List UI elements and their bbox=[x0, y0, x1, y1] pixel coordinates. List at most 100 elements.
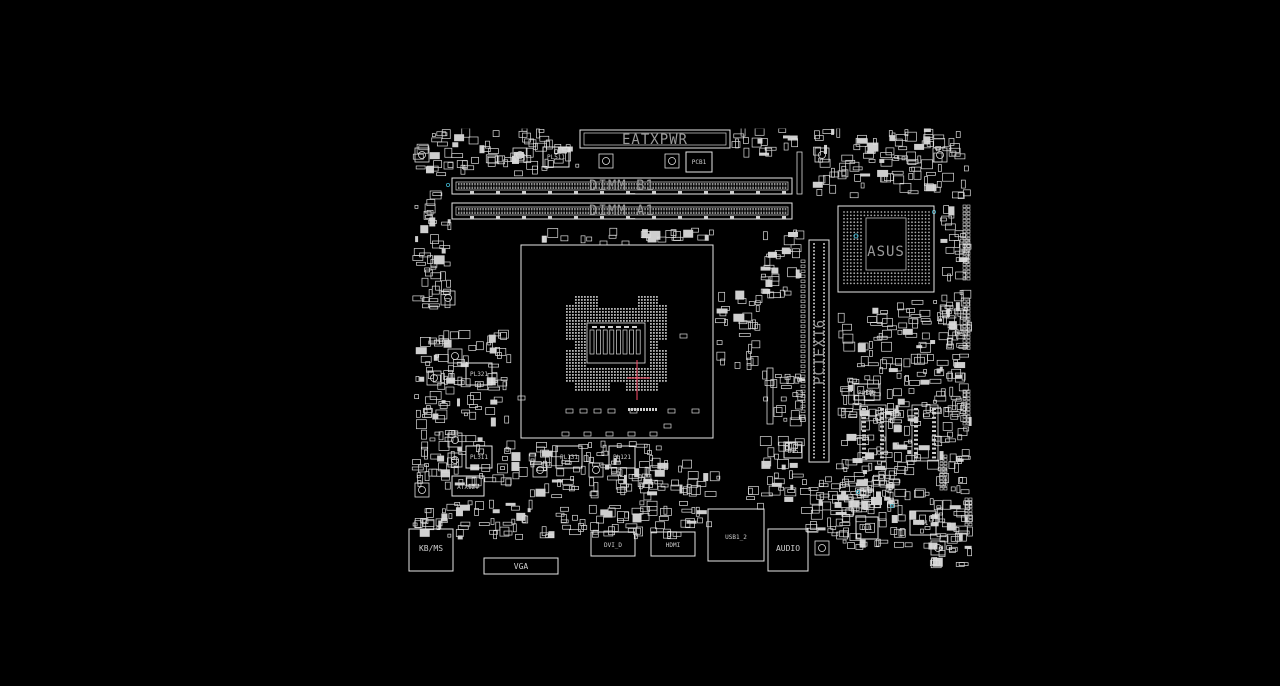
smd-component bbox=[631, 474, 642, 482]
smd-component bbox=[904, 129, 909, 137]
smd-component bbox=[500, 466, 505, 470]
dimm-pin bbox=[719, 208, 722, 211]
atx-power-connector[interactable]: EATXPWR bbox=[579, 129, 731, 149]
lga-pin bbox=[638, 380, 640, 382]
dimm-pin bbox=[757, 211, 760, 214]
smd-component bbox=[503, 159, 509, 168]
kbms-port[interactable]: KB/MS bbox=[408, 528, 454, 572]
mounting-pad bbox=[814, 540, 830, 556]
lga-pin bbox=[602, 320, 604, 322]
pcie-pin bbox=[823, 316, 825, 319]
usb-label: USB1_2 bbox=[725, 534, 747, 541]
pcie-x16-slot[interactable]: PCIEX16 bbox=[800, 239, 830, 463]
hdmi-port[interactable]: HDMI bbox=[650, 531, 696, 557]
dimm-pin bbox=[649, 183, 652, 186]
smd-component bbox=[436, 141, 448, 147]
header-pin bbox=[962, 314, 967, 318]
dimm-slot-b1[interactable]: DIMM_B1 bbox=[451, 177, 793, 195]
audio-port[interactable]: AUDIO bbox=[767, 528, 809, 572]
header-pin bbox=[962, 229, 967, 234]
chipset-bga[interactable]: ASUS bbox=[837, 205, 935, 293]
lga-pin bbox=[650, 332, 652, 334]
smd-component bbox=[651, 457, 661, 468]
smd-component bbox=[810, 521, 817, 530]
usb-lan-port[interactable]: USB1_2 bbox=[707, 508, 765, 562]
pcie-pin bbox=[813, 271, 815, 273]
dimm-slot-a1[interactable]: DIMM_A1 bbox=[451, 202, 793, 220]
vga-port[interactable]: VGA bbox=[483, 557, 559, 575]
lga-pin bbox=[653, 386, 655, 388]
smd-pad bbox=[488, 334, 496, 343]
smd-component bbox=[447, 365, 454, 373]
inductor-pl511[interactable]: PL511 bbox=[542, 146, 570, 168]
cpu-socket[interactable] bbox=[517, 240, 714, 439]
bga-ball bbox=[904, 279, 907, 281]
bga-ball bbox=[853, 217, 856, 220]
smd-pad bbox=[930, 522, 939, 527]
lga-pin bbox=[608, 389, 610, 391]
smd-component bbox=[500, 477, 512, 486]
lga-pin bbox=[662, 356, 664, 358]
lga-pin bbox=[584, 377, 586, 379]
pcie-pin bbox=[813, 250, 815, 252]
dimm-pin bbox=[728, 183, 730, 186]
bga-ball bbox=[907, 282, 910, 285]
smd-component bbox=[453, 380, 465, 385]
dvi-port[interactable]: DVI_D bbox=[590, 531, 636, 557]
inductor-pl131[interactable]: PL131 bbox=[555, 445, 583, 469]
dimm-pin bbox=[641, 211, 644, 214]
dimm-pin bbox=[579, 183, 582, 186]
ic-au1[interactable]: AU1 bbox=[909, 510, 937, 536]
dimm-pin bbox=[741, 211, 744, 214]
lga-pin bbox=[596, 374, 598, 376]
dimm-pin bbox=[512, 183, 514, 186]
bga-ball bbox=[873, 214, 876, 217]
smd-component bbox=[421, 429, 427, 440]
inductor-pl311[interactable]: PL311 bbox=[465, 445, 493, 469]
atx-power-label: EATXPWR bbox=[622, 132, 688, 148]
dimm-pin bbox=[757, 186, 760, 189]
connector-atx12v[interactable]: ATX12V bbox=[451, 475, 485, 497]
smd-pad bbox=[632, 513, 642, 523]
lga-pin bbox=[614, 368, 616, 370]
header-pin bbox=[962, 277, 967, 281]
mounting-hole bbox=[451, 352, 459, 360]
lga-pin bbox=[665, 368, 667, 370]
pcie-side-pad bbox=[800, 334, 806, 338]
lga-pin bbox=[566, 371, 568, 373]
dimm-pin bbox=[549, 186, 552, 189]
inductor-pl321[interactable]: PL321 bbox=[465, 362, 493, 386]
mounting-pad bbox=[664, 153, 680, 169]
lga-pin bbox=[644, 299, 646, 301]
component-pu502[interactable]: PU502 bbox=[853, 383, 881, 401]
dimm-pin bbox=[771, 208, 773, 211]
lga-pin bbox=[578, 374, 580, 376]
bga-ball bbox=[843, 214, 845, 217]
dimm-pin bbox=[506, 211, 509, 214]
smd-component bbox=[787, 267, 797, 278]
lga-pin bbox=[581, 326, 583, 328]
lga-pin bbox=[635, 374, 637, 376]
component-pcb1[interactable]: PCB1 bbox=[685, 151, 713, 173]
mounting-hole bbox=[592, 466, 600, 474]
dimm-pin bbox=[549, 208, 552, 211]
lga-pin bbox=[590, 311, 592, 313]
lga-pin bbox=[572, 317, 574, 319]
lga-pin bbox=[566, 320, 568, 322]
lga-pin bbox=[569, 353, 571, 355]
bga-ball bbox=[914, 275, 917, 278]
inductor-pl121[interactable]: PL121 bbox=[608, 445, 636, 469]
dimm-pin bbox=[768, 208, 771, 211]
smd-component bbox=[882, 357, 894, 365]
lga-pin bbox=[593, 374, 595, 376]
smd-component bbox=[903, 425, 910, 436]
ic-du1[interactable]: DU1 bbox=[855, 516, 879, 540]
dimm-pin bbox=[598, 183, 600, 186]
smd-component bbox=[617, 511, 629, 522]
bga-ball bbox=[860, 262, 862, 264]
bga-ball bbox=[846, 262, 849, 264]
component-bu5[interactable]: BU5 bbox=[783, 441, 803, 459]
dimm-pin bbox=[752, 186, 754, 189]
lga-pin bbox=[584, 338, 586, 340]
smd-component bbox=[486, 342, 493, 353]
